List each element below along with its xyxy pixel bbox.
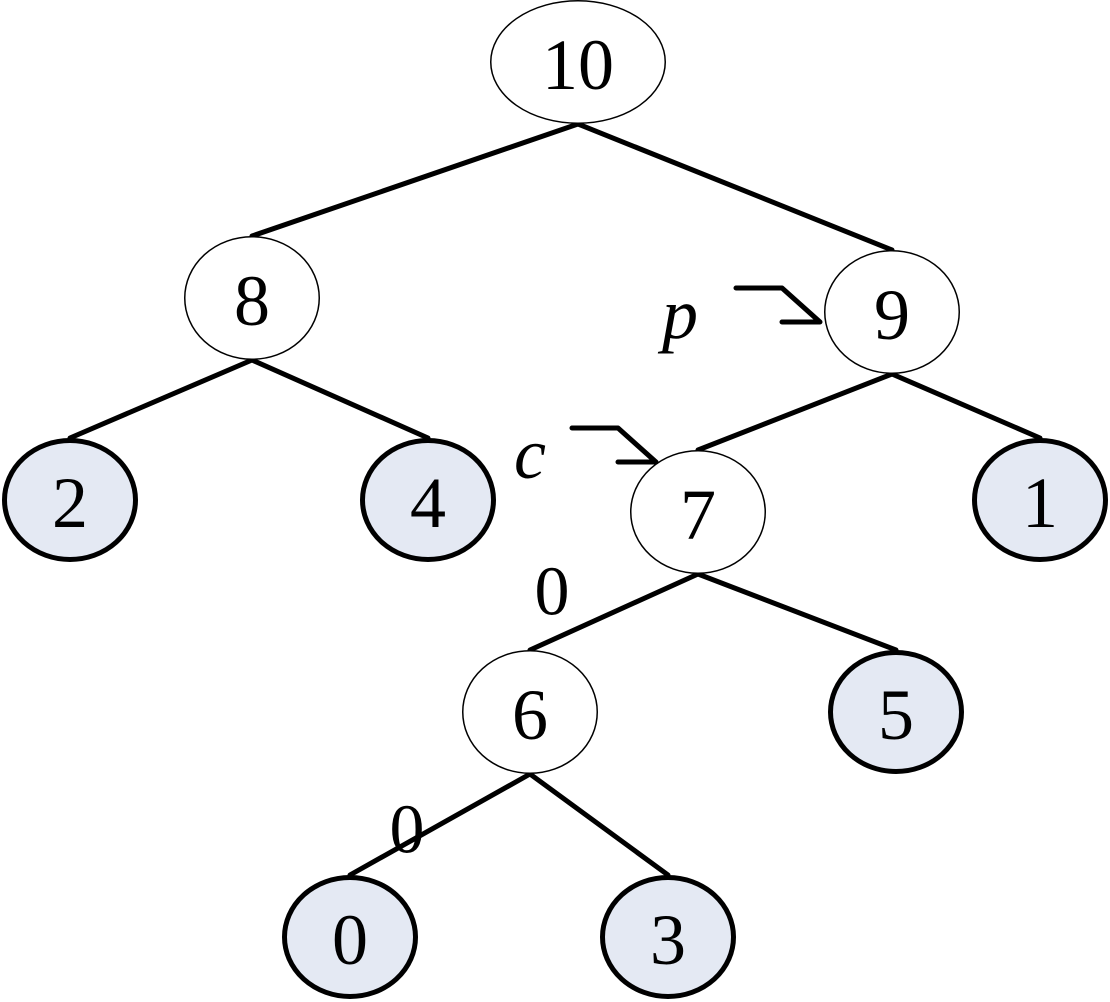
node-label: 4 <box>410 463 446 543</box>
tree-node-3: 3 <box>600 875 736 999</box>
node-label: 1 <box>1022 463 1058 543</box>
tree-node-10: 10 <box>490 0 666 124</box>
leaf-node-circle <box>360 438 496 562</box>
tree-node-6: 6 <box>462 650 598 774</box>
pointer-p: p <box>657 274 823 354</box>
internal-node-circle <box>824 250 960 374</box>
tree-node-5: 5 <box>828 650 964 774</box>
leaf-node-circle <box>282 875 418 999</box>
tree-node-1: 1 <box>972 438 1108 562</box>
internal-node-circle <box>630 450 766 574</box>
edge-7-to-5 <box>695 571 899 653</box>
edge-7-to-6 <box>527 571 701 653</box>
tree-node-2: 2 <box>2 438 138 562</box>
internal-node-circle <box>490 0 666 124</box>
node-label: 9 <box>874 275 910 355</box>
edge-6-to-0 <box>347 771 533 878</box>
tree-node-9: 9 <box>824 250 960 374</box>
edge-10-to-8 <box>249 121 581 239</box>
internal-node-circle <box>184 236 320 360</box>
edge-10-to-9 <box>575 121 895 253</box>
pointer-label-p: p <box>657 274 698 354</box>
edge-label-6-0: 0 <box>390 792 425 869</box>
tree-node-7: 7 <box>630 450 766 574</box>
node-label: 8 <box>234 261 270 341</box>
node-label: 6 <box>512 675 548 755</box>
edge-8-to-2 <box>67 357 255 441</box>
node-label: 3 <box>650 900 686 980</box>
tree-node-4: 4 <box>360 438 496 562</box>
edge-9-to-7 <box>695 371 895 453</box>
pointer-c: c <box>514 414 659 494</box>
node-label: 5 <box>878 675 914 755</box>
labels-layer: 00 <box>390 554 570 869</box>
edges-layer <box>67 121 1043 878</box>
pointer-arrow-icon <box>569 425 659 465</box>
pointer-label-c: c <box>514 414 546 494</box>
tree-node-0: 0 <box>282 875 418 999</box>
edge-label-7-6: 0 <box>535 554 570 631</box>
node-label: 10 <box>542 25 614 105</box>
pointers-layer: pc <box>514 274 823 494</box>
edge-9-to-1 <box>889 371 1043 441</box>
node-label: 0 <box>332 900 368 980</box>
internal-node-circle <box>462 650 598 774</box>
edge-6-to-3 <box>527 771 671 878</box>
leaf-node-circle <box>600 875 736 999</box>
tree-node-8: 8 <box>184 236 320 360</box>
leaf-node-circle <box>972 438 1108 562</box>
pointer-arrow-icon <box>733 285 823 325</box>
edge-8-to-4 <box>249 357 431 441</box>
node-label: 2 <box>52 463 88 543</box>
leaf-node-circle <box>828 650 964 774</box>
leaf-node-circle <box>2 438 138 562</box>
node-label: 7 <box>680 475 716 555</box>
